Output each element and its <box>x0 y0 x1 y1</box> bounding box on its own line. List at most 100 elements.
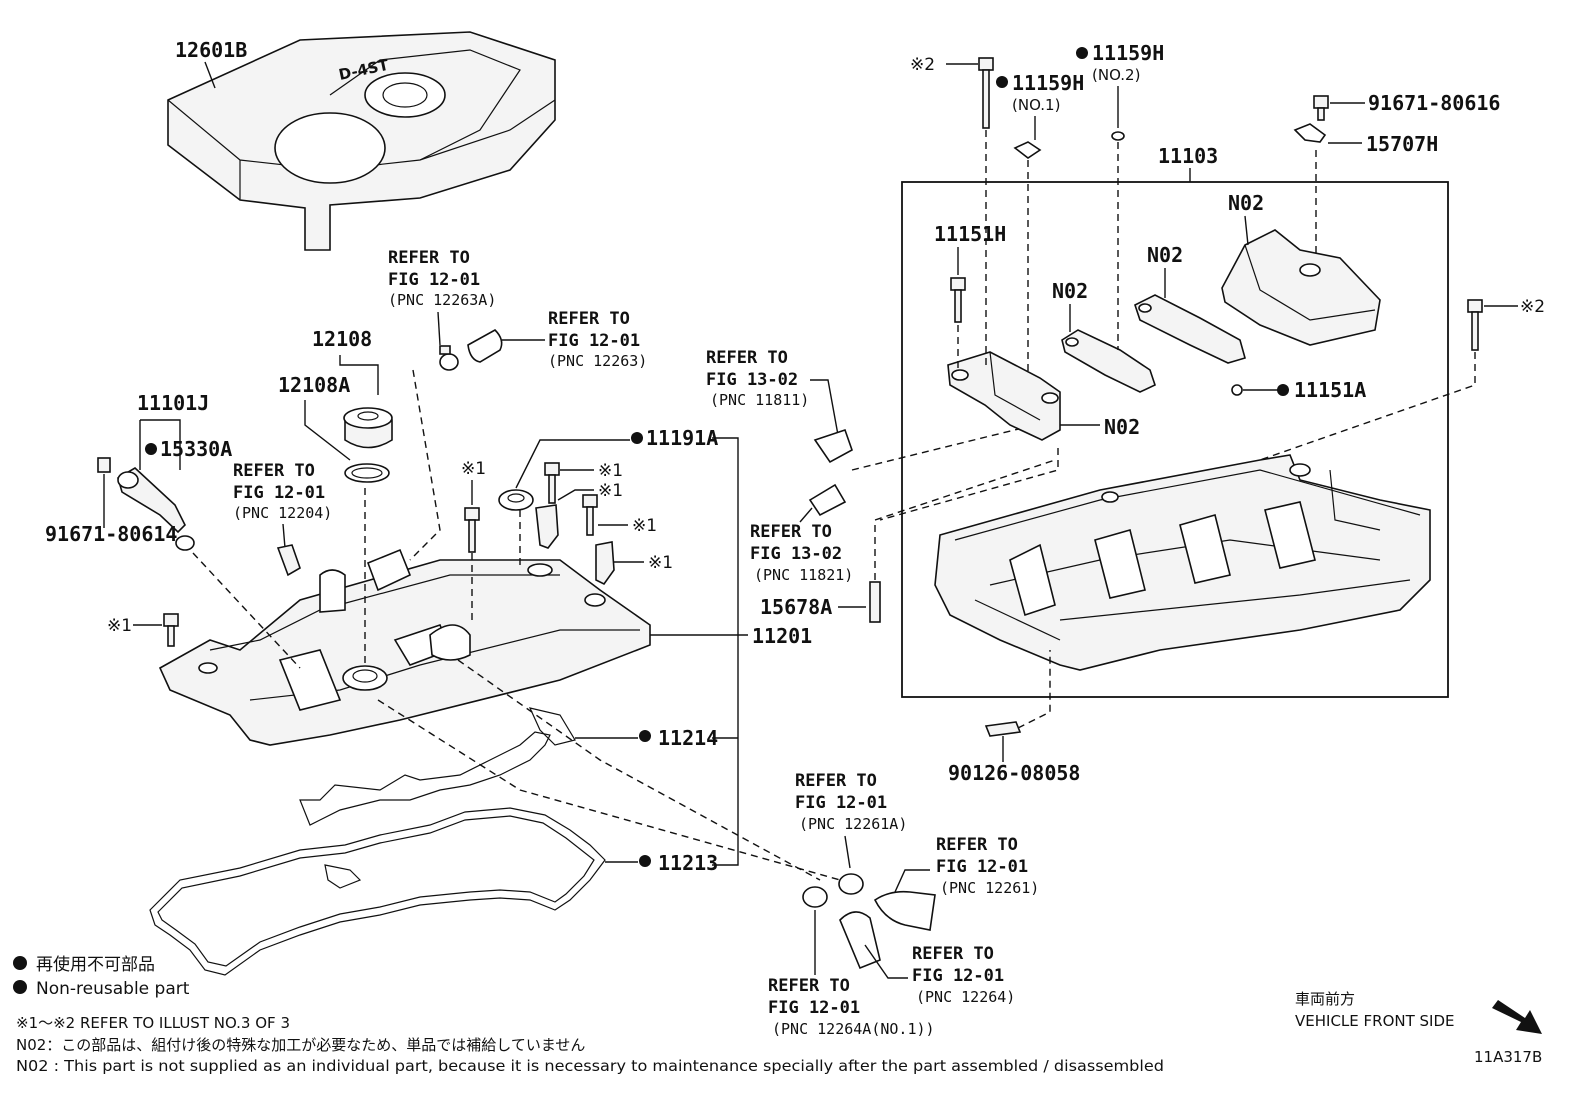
mark-1-e: ※1 <box>648 553 673 573</box>
svg-text:(PNC 12204): (PNC 12204) <box>233 504 332 522</box>
reference-12263a[interactable]: REFER TO FIG 12-01 (PNC 12263A) <box>388 248 496 309</box>
reference-12204[interactable]: REFER TO FIG 12-01 (PNC 12204) <box>233 461 332 522</box>
label-11151a[interactable]: 11151A <box>1294 378 1366 402</box>
front-arrow-icon <box>1492 1000 1542 1034</box>
hose-illustration <box>467 329 503 363</box>
mark-1-d: ※1 <box>632 516 657 536</box>
bolt-mark2-top-illustration <box>978 57 994 129</box>
bearing-cap-n02-d-illustration <box>1221 229 1381 346</box>
label-12601b[interactable]: 12601B <box>175 38 247 62</box>
label-11159h-no2-sub: (NO.2) <box>1092 66 1140 84</box>
gasket-11214-illustration <box>299 707 576 826</box>
part-15707h-illustration <box>1293 123 1327 143</box>
mark-1-b: ※1 <box>598 461 623 481</box>
label-15678a[interactable]: 15678A <box>760 595 832 619</box>
svg-text:REFER TO: REFER TO <box>233 461 315 481</box>
label-12108[interactable]: 12108 <box>312 327 372 351</box>
hoses-bottom-illustration <box>839 890 936 970</box>
reference-12264[interactable]: REFER TO FIG 12-01 (PNC 12264) <box>912 944 1015 1006</box>
svg-text:(PNC 12263): (PNC 12263) <box>548 352 647 370</box>
reference-12264a[interactable]: REFER TO FIG 12-01 (PNC 12264A(NO.1)) <box>768 976 935 1038</box>
o-ring-illustration <box>175 535 195 551</box>
label-11151h[interactable]: 11151H <box>934 222 1006 246</box>
label-11201[interactable]: 11201 <box>752 624 812 648</box>
svg-text:(PNC 12263A): (PNC 12263A) <box>388 291 496 309</box>
reference-11821[interactable]: REFER TO FIG 13-02 (PNC 11821) <box>750 522 853 584</box>
label-n02-left[interactable]: N02 <box>1052 279 1088 303</box>
legend-note-n02-en: N02 : This part is not supplied as an in… <box>16 1057 1164 1075</box>
bearing-cap-n02-b-illustration <box>1061 329 1156 393</box>
cylinder-head-cover-illustration <box>158 548 651 746</box>
label-11214[interactable]: 11214 <box>658 726 718 750</box>
label-12108a[interactable]: 12108A <box>278 373 350 397</box>
svg-text:FIG 12-01: FIG 12-01 <box>548 331 640 351</box>
bearing-cap-n02-a-illustration <box>947 351 1061 441</box>
reference-12263[interactable]: REFER TO FIG 12-01 (PNC 12263) <box>548 309 647 370</box>
svg-text:FIG 12-01: FIG 12-01 <box>936 857 1028 877</box>
legend-non-reusable-en: Non-reusable part <box>36 979 190 999</box>
label-90126-08058[interactable]: 90126-08058 <box>948 761 1080 785</box>
label-15707h[interactable]: 15707H <box>1366 132 1438 156</box>
plug-11159h-no1-illustration <box>1013 141 1042 159</box>
svg-text:FIG 12-01: FIG 12-01 <box>233 483 325 503</box>
label-91671-80614[interactable]: 91671-80614 <box>45 522 177 546</box>
mark-1-c: ※1 <box>598 481 623 501</box>
label-91671-80616[interactable]: 91671-80616 <box>1368 91 1500 115</box>
svg-text:(PNC 12261): (PNC 12261) <box>940 879 1039 897</box>
label-11103[interactable]: 11103 <box>1158 144 1218 168</box>
label-n02-mid[interactable]: N02 <box>1147 243 1183 267</box>
stud-15678a-illustration <box>869 581 881 623</box>
svg-text:REFER TO: REFER TO <box>768 976 850 996</box>
label-11191a[interactable]: 11191A <box>646 426 718 450</box>
svg-text:REFER TO: REFER TO <box>936 835 1018 855</box>
oil-control-valve-illustration <box>97 457 186 534</box>
svg-text:(PNC 12264A(NO.1)): (PNC 12264A(NO.1)) <box>772 1020 935 1038</box>
bearing-cap-n02-c-illustration <box>1134 294 1246 364</box>
legend-note-n02-jp: N02：この部品は、組付け後の特殊な加工が必要なため、単品では補給していません <box>16 1036 585 1054</box>
svg-text:REFER TO: REFER TO <box>548 309 630 329</box>
illustration-id: 11A317B <box>1474 1048 1542 1066</box>
svg-text:FIG 12-01: FIG 12-01 <box>795 793 887 813</box>
svg-text:REFER TO: REFER TO <box>795 771 877 791</box>
reference-12261a[interactable]: REFER TO FIG 12-01 (PNC 12261A) <box>795 771 907 833</box>
vehicle-front-en: VEHICLE FRONT SIDE <box>1295 1012 1455 1030</box>
sensor-illustration <box>276 544 301 577</box>
svg-text:(PNC 12261A): (PNC 12261A) <box>799 815 907 833</box>
bolt-illustration <box>163 462 598 647</box>
stud-90126-illustration <box>984 721 1022 737</box>
label-11159h-no2[interactable]: 11159H <box>1092 41 1164 65</box>
cam-bearing-illustration <box>808 428 853 517</box>
svg-text:FIG 12-01: FIG 12-01 <box>388 270 480 290</box>
cam-sensor-illustration <box>535 504 615 586</box>
label-15330a[interactable]: 15330A <box>160 437 232 461</box>
stud-seal-illustration <box>498 489 534 511</box>
svg-text:REFER TO: REFER TO <box>388 248 470 268</box>
clamp-illustration <box>439 345 459 371</box>
bolt-mark2-right-illustration <box>1467 299 1483 351</box>
svg-text:FIG 13-02: FIG 13-02 <box>706 370 798 390</box>
gasket-11213-illustration <box>149 807 606 976</box>
mark-2-a: ※2 <box>910 55 935 75</box>
bolt-11151h-illustration <box>950 277 966 323</box>
svg-text:(PNC 12264): (PNC 12264) <box>916 988 1015 1006</box>
label-11101j[interactable]: 11101J <box>137 391 209 415</box>
svg-text:REFER TO: REFER TO <box>750 522 832 542</box>
svg-text:FIG 12-01: FIG 12-01 <box>912 966 1004 986</box>
housing-11103-box <box>901 181 1449 698</box>
reference-12261[interactable]: REFER TO FIG 12-01 (PNC 12261) <box>936 835 1039 897</box>
bolt-91671-80616-illustration <box>1313 95 1329 121</box>
legend-non-reusable-jp: 再使用不可部品 <box>36 954 155 975</box>
mark-1-f: ※1 <box>107 616 132 636</box>
label-n02-top[interactable]: N02 <box>1228 191 1264 215</box>
label-11159h-no1[interactable]: 11159H <box>1012 71 1084 95</box>
legend-note-marks: ※1～※2 REFER TO ILLUST NO.3 OF 3 <box>16 1014 290 1032</box>
label-n02-lower[interactable]: N02 <box>1104 415 1140 439</box>
clamps-bottom-illustration <box>802 873 864 908</box>
camshaft-housing-illustration <box>934 454 1431 671</box>
svg-text:REFER TO: REFER TO <box>706 348 788 368</box>
reference-11811[interactable]: REFER TO FIG 13-02 (PNC 11811) <box>706 348 809 409</box>
label-11213[interactable]: 11213 <box>658 851 718 875</box>
engine-cover-illustration: D-4ST <box>167 31 556 251</box>
svg-text:FIG 12-01: FIG 12-01 <box>768 998 860 1018</box>
